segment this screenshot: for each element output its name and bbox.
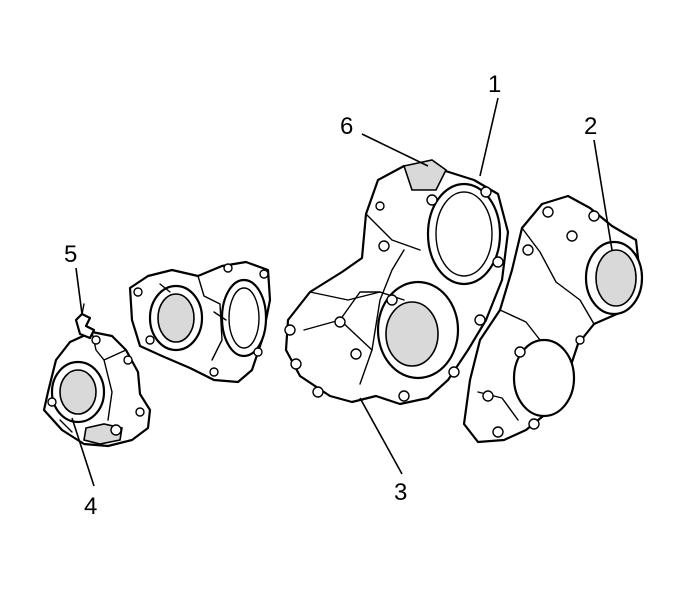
- rear-extension-housing: [42, 330, 152, 448]
- callout-labels: 1 2 3 4 5 6: [64, 71, 597, 520]
- callout-1: 1: [488, 71, 501, 98]
- callout-6: 6: [340, 113, 353, 140]
- leader-4: [71, 417, 95, 487]
- rear-case-half: [462, 194, 644, 444]
- front-case-half: [284, 159, 510, 406]
- vent-clip: [74, 303, 96, 340]
- callout-2: 2: [584, 113, 597, 140]
- callout-3: 3: [394, 479, 407, 506]
- adapter-housing: [128, 260, 272, 384]
- callout-5: 5: [64, 241, 77, 268]
- leader-lines: [71, 97, 613, 487]
- leader-6: [361, 133, 429, 167]
- callout-4: 4: [84, 493, 97, 520]
- leader-5: [75, 267, 83, 315]
- leader-1: [479, 97, 499, 177]
- leader-3: [359, 397, 403, 475]
- leader-2: [593, 139, 613, 251]
